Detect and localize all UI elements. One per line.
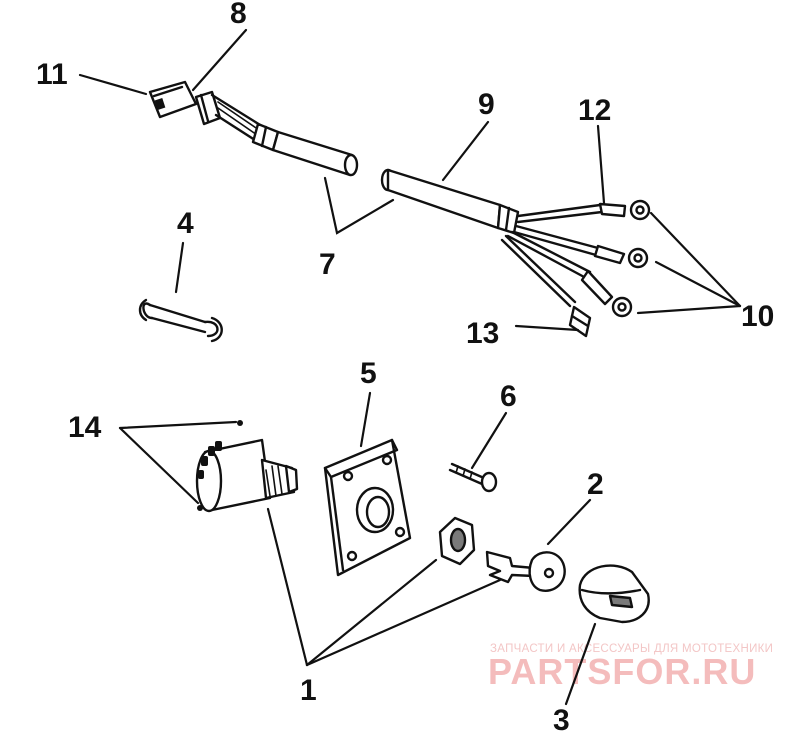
retaining-clip <box>138 298 223 343</box>
callout-1: 1 <box>300 674 317 707</box>
watermark-brand: PARTSFOR.RU <box>488 651 756 692</box>
mounting-screw <box>448 462 498 493</box>
wire-leads <box>500 202 627 308</box>
connector-plug <box>148 80 267 144</box>
callout-14: 14 <box>68 411 102 444</box>
switch-cap <box>578 564 650 624</box>
ignition-key <box>485 550 566 592</box>
callout-11: 11 <box>36 58 68 91</box>
ignition-switch-body <box>195 420 299 513</box>
callout-10: 10 <box>741 300 774 333</box>
callout-5: 5 <box>360 357 377 390</box>
watermark-tagline: ЗАПЧАСТИ И АКСЕССУАРЫ ДЛЯ МОТОТЕХНИКИ <box>490 643 773 655</box>
spade-terminal <box>568 305 592 338</box>
callout-8: 8 <box>230 0 247 30</box>
mounting-plate <box>323 438 412 577</box>
watermark: ЗАПЧАСТИ И АКСЕССУАРЫ ДЛЯ МОТОТЕХНИКИ PA… <box>488 643 773 692</box>
callout-6: 6 <box>500 380 517 413</box>
callout-labels: 8 11 9 12 7 4 10 13 5 6 14 2 1 3 <box>36 0 774 735</box>
callout-7: 7 <box>319 248 336 281</box>
harness-sleeve-right <box>380 168 520 235</box>
callout-12: 12 <box>578 94 611 127</box>
hex-nut <box>438 516 476 566</box>
leader-lines <box>78 28 742 706</box>
callout-9: 9 <box>478 88 495 121</box>
ring-terminals <box>611 199 651 318</box>
callout-4: 4 <box>177 207 194 240</box>
callout-13: 13 <box>466 317 499 350</box>
callout-3: 3 <box>553 704 570 735</box>
harness-sleeve-left <box>251 122 359 177</box>
callout-2: 2 <box>587 468 604 501</box>
